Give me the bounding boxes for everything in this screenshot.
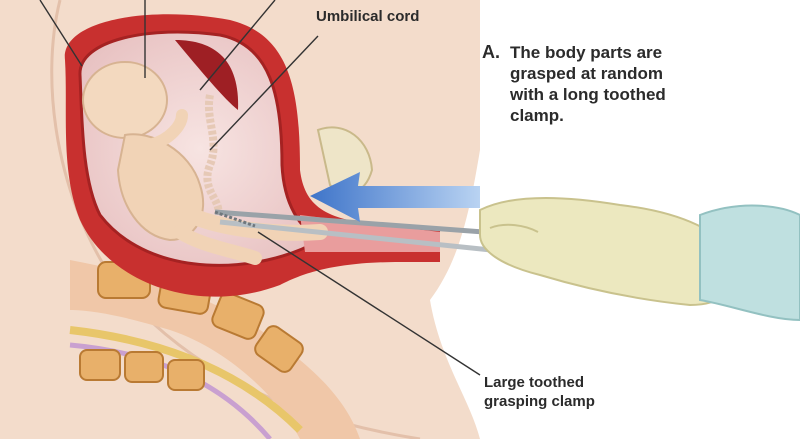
vertebra xyxy=(254,325,304,373)
step-letter: A. xyxy=(482,42,500,62)
fetus-arm xyxy=(144,109,188,151)
vertebra xyxy=(167,359,205,391)
vertebra xyxy=(79,349,121,381)
fetus-leg xyxy=(173,225,262,265)
leader-line xyxy=(257,231,481,376)
gloved-hand xyxy=(479,197,800,322)
leader-line xyxy=(209,35,319,151)
vertebra xyxy=(124,351,164,383)
direction-arrow xyxy=(310,172,480,222)
fetus-head xyxy=(82,61,168,139)
fetus xyxy=(82,61,328,265)
spine xyxy=(69,260,360,439)
leader-lines xyxy=(39,0,481,376)
vertebra xyxy=(211,292,265,340)
sleeve xyxy=(699,204,800,322)
placenta xyxy=(175,40,239,110)
step-text: The body parts are grasped at random wit… xyxy=(510,43,666,125)
leader-line xyxy=(39,0,83,67)
umbilical-cord xyxy=(203,94,223,217)
glove-finger xyxy=(489,223,539,233)
leader-line xyxy=(199,0,276,91)
clamp-label: Large toothed grasping clamp xyxy=(484,374,595,410)
step-caption: A. The body parts are grasped at random … xyxy=(482,42,722,126)
fetus-body xyxy=(116,133,205,242)
umbilical-cord-label: Umbilical cord xyxy=(316,8,420,25)
